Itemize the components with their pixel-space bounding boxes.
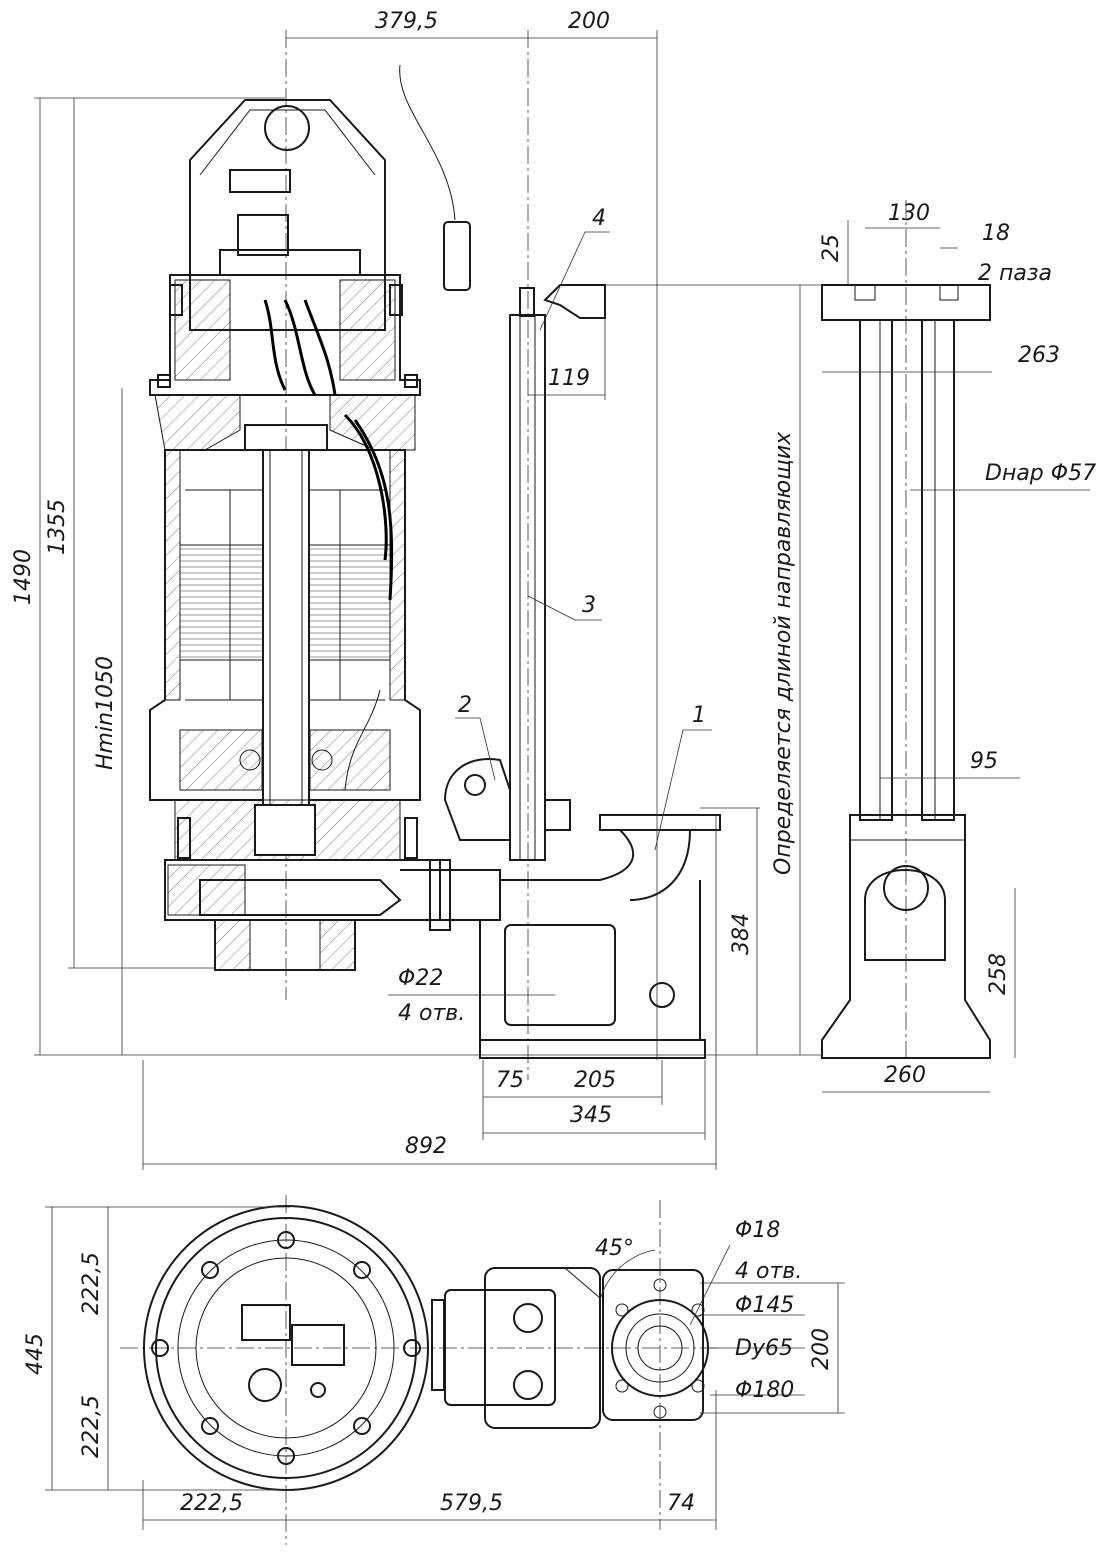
dim-445: 445 (23, 1333, 48, 1375)
dim-384: 384 (729, 913, 754, 955)
dim-119: 119 (548, 366, 590, 391)
dim-1355: 1355 (45, 499, 70, 555)
dim-18: 18 (982, 221, 1010, 246)
dim-phi180: Φ180 (735, 1378, 794, 1403)
dim-75: 75 (496, 1068, 524, 1093)
dim-4otv-plan: 4 отв. (735, 1259, 802, 1284)
guide-rail-side-view (821, 284, 991, 1059)
dim-222-5-bottom: 222,5 (180, 1491, 243, 1516)
coupling-and-elbow (443, 758, 721, 1059)
float-switch (399, 64, 471, 291)
dim-dnar: Dнар Φ57 (985, 461, 1096, 486)
dim-4otv-side: 4 отв. (398, 1001, 465, 1026)
callout-4: 4 (592, 206, 606, 231)
dim-258: 258 (986, 953, 1011, 995)
dim-dy65: Dy65 (735, 1336, 793, 1361)
dim-vertical-note: Определяется длиной направляющих (771, 431, 796, 875)
dim-45-deg: 45° (595, 1236, 634, 1261)
callout-2: 2 (458, 693, 472, 718)
dim-phi18: Φ18 (735, 1218, 780, 1243)
dim-222-5-upper: 222,5 (79, 1252, 104, 1315)
dim-phi22: Φ22 (398, 966, 443, 991)
dim-200-plan: 200 (809, 1328, 834, 1370)
guide-pipe (509, 284, 606, 861)
dim-phi145: Φ145 (735, 1293, 794, 1318)
dim-263: 263 (1018, 343, 1060, 368)
dim-379-5: 379,5 (375, 9, 438, 34)
dim-892: 892 (405, 1134, 447, 1159)
dim-2paza: 2 паза (978, 261, 1052, 286)
dim-hmin: Hmin1050 (93, 656, 118, 770)
dim-1490: 1490 (11, 549, 36, 605)
dim-222-5-lower: 222,5 (79, 1395, 104, 1458)
dim-205: 205 (574, 1068, 616, 1093)
dim-345: 345 (570, 1103, 612, 1128)
dim-260: 260 (884, 1063, 926, 1088)
dim-74: 74 (667, 1491, 695, 1516)
callout-1: 1 (692, 703, 706, 728)
dim-200-top: 200 (568, 9, 610, 34)
callout-labels: 1 2 3 4 (458, 206, 706, 728)
dim-95: 95 (970, 749, 998, 774)
dimension-lines (34, 30, 1090, 1530)
dim-130: 130 (888, 201, 930, 226)
dim-25: 25 (819, 234, 844, 262)
dim-579-5: 579,5 (440, 1491, 503, 1516)
dimension-labels: 379,5 200 1490 1355 Hmin1050 119 130 25 … (11, 9, 1096, 1516)
pump-side-view (149, 99, 501, 971)
callout-3: 3 (582, 593, 596, 618)
